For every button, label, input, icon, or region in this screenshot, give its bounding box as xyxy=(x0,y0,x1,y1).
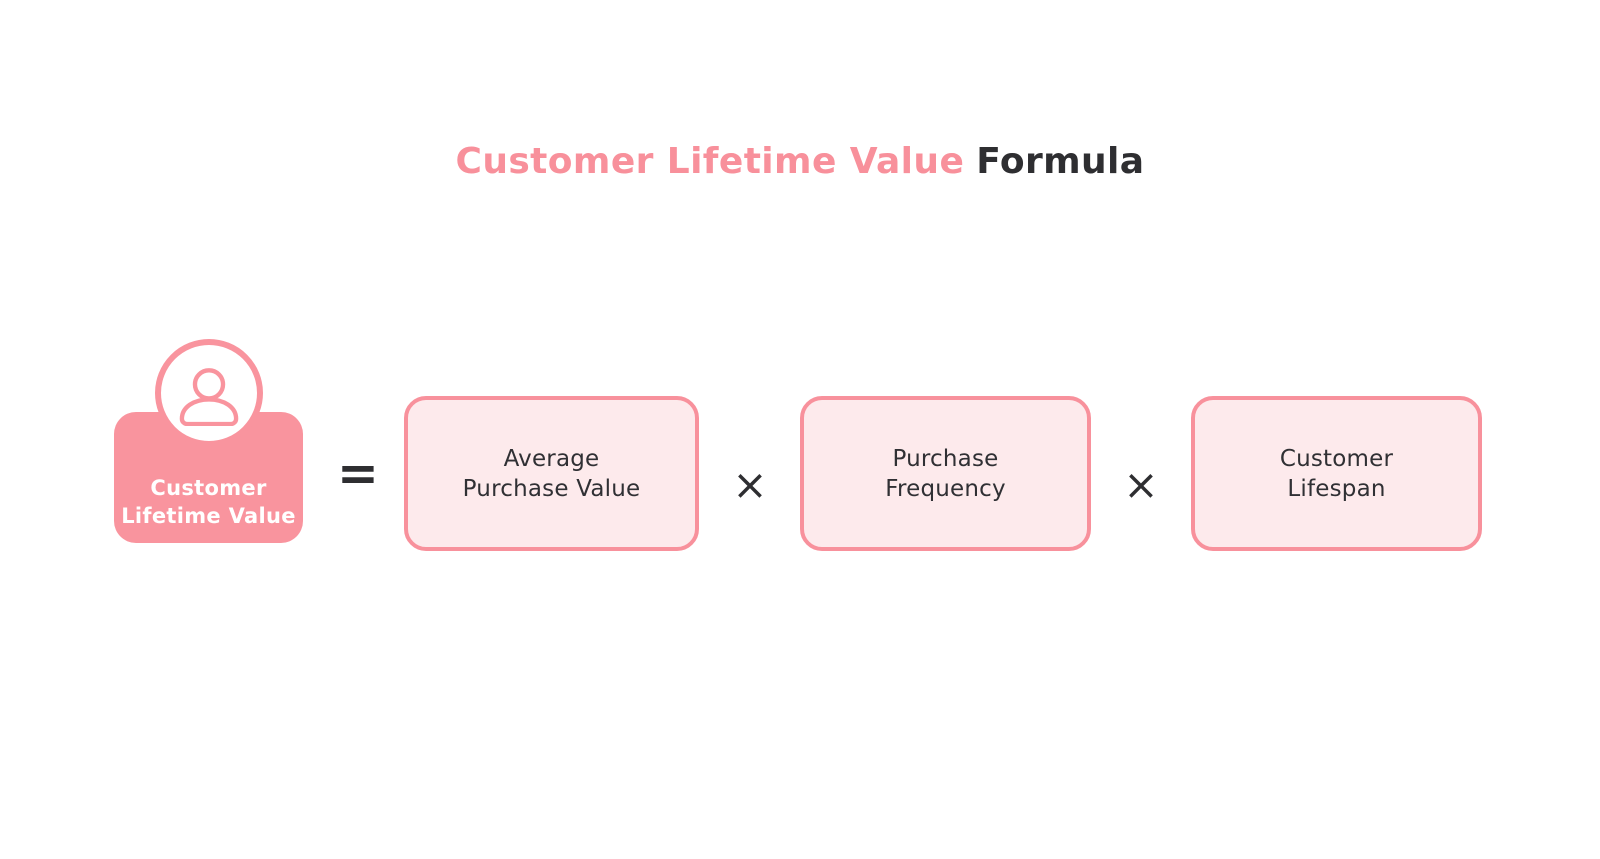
factor-label-line2: Lifespan xyxy=(1287,475,1386,502)
factor-label-line2: Frequency xyxy=(885,475,1006,502)
page-title-rest: Formula xyxy=(976,141,1145,182)
factor-customer-lifespan: Customer Lifespan xyxy=(1191,396,1482,551)
factor-label-line1: Purchase xyxy=(892,445,999,472)
person-badge xyxy=(155,339,263,447)
factor-average-purchase-value: Average Purchase Value xyxy=(404,396,699,551)
factor-label-line1: Average xyxy=(503,445,600,472)
multiply-sign-1: × xyxy=(732,459,768,509)
page-title: Customer Lifetime Value Formula xyxy=(0,141,1600,182)
factor-label-line2: Purchase Value xyxy=(462,475,641,502)
multiply-sign-2: × xyxy=(1123,459,1159,509)
page-title-highlight: Customer Lifetime Value xyxy=(455,141,965,182)
factor-label-line1: Customer xyxy=(1279,445,1394,472)
equals-sign: = xyxy=(337,444,379,502)
person-icon xyxy=(179,368,239,426)
result-card-label: Customer Lifetime Value xyxy=(114,474,303,543)
result-card-label-line2: Lifetime Value xyxy=(121,504,296,528)
result-card-label-line1: Customer xyxy=(150,476,267,500)
factor-purchase-frequency: Purchase Frequency xyxy=(800,396,1091,551)
